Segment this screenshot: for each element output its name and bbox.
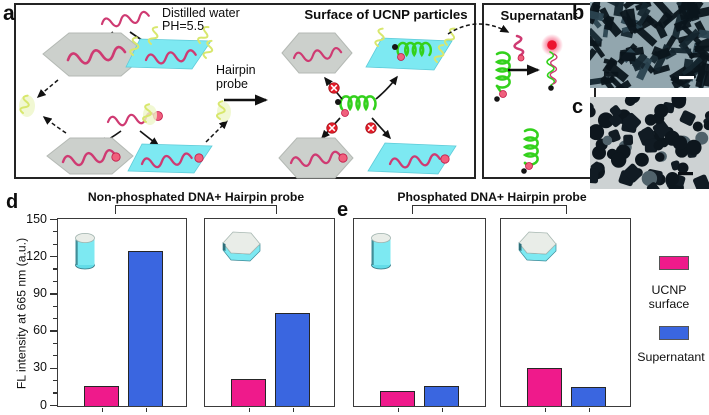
- bar-supernatant: [424, 386, 459, 406]
- legend-label-ucnp-surface: UCNP surface: [648, 283, 690, 311]
- y-major-tick: [50, 255, 57, 258]
- x-axis-tick: [588, 408, 590, 412]
- schematic-panel-a: Distilled water PH=5.5 Hairpin probe Sur…: [3, 2, 709, 189]
- x-axis-tick: [441, 408, 443, 412]
- x-axis-tick: [248, 408, 250, 412]
- distilled-water-caption-line2: PH=5.5: [162, 19, 204, 33]
- panel-label-c: c: [572, 96, 583, 118]
- supernatant-title: Supernatant: [501, 8, 579, 23]
- plot-box-d-rod: [57, 218, 187, 412]
- panel-label-a: a: [3, 2, 15, 25]
- y-major-tick: [50, 293, 57, 295]
- bar-ucnp-surface: [527, 368, 562, 406]
- hexagon-particle-bottom-mid: [278, 137, 354, 179]
- fluorescent-duplex-icon: [541, 34, 563, 91]
- x-axis-tick: [292, 408, 294, 412]
- plate-particle-top-mid: [365, 26, 459, 71]
- bar-supernatant: [571, 387, 606, 406]
- blocked-icon: [327, 81, 341, 95]
- bar-supernatant: [275, 313, 310, 406]
- hexagonal-plate-icon: [518, 231, 557, 262]
- released-strand-arrows: [18, 79, 67, 134]
- legend-swatch-supernatant: [659, 326, 689, 340]
- blocked-icon: [364, 121, 378, 135]
- hairpin-probe-coil: [320, 75, 398, 140]
- x-axis-tick: [101, 408, 103, 412]
- hairpin-closed-icon-bottom: [521, 128, 539, 174]
- tem-image-rods: [590, 2, 709, 88]
- panel-label-d: d: [6, 191, 19, 213]
- plot-box-e-plate: [500, 218, 631, 412]
- hexagon-particle-bottom-left: [46, 137, 134, 175]
- plot-box-d-plate: [204, 218, 335, 412]
- tem-image-plates: [590, 97, 709, 189]
- bracket-d: [115, 205, 277, 214]
- y-major-tick: [50, 330, 57, 332]
- bar-ucnp-surface: [231, 379, 266, 406]
- hexagon-particle-top-mid: [281, 32, 353, 74]
- panel-label-b: b: [572, 2, 584, 24]
- x-axis-tick: [544, 408, 546, 412]
- plate-particle-bottom-mid: [367, 142, 457, 175]
- y-major-tick: [50, 367, 57, 370]
- hexagonal-rod-icon: [371, 233, 391, 270]
- chart-title-d: Non-phosphated DNA+ Hairpin probe: [87, 190, 305, 204]
- bar-ucnp-surface: [84, 386, 119, 406]
- hexagonal-rod-icon: [75, 233, 95, 270]
- surface-title: Surface of UCNP particles: [304, 7, 467, 22]
- plate-particle-top-left: [125, 24, 216, 70]
- chart-title-e: Phosphated DNA+ Hairpin probe: [397, 190, 587, 204]
- plot-box-e-rod: [353, 218, 486, 412]
- plate-particle-bottom-left: [127, 99, 231, 174]
- target-strand-icon: [511, 34, 525, 62]
- scale-bar-c: [678, 172, 693, 176]
- bar-ucnp-surface: [380, 391, 415, 406]
- bracket-e: [412, 205, 567, 214]
- bar-supernatant: [128, 251, 163, 406]
- y-axis-label: FL intensity at 665 nm (a.u.): [14, 237, 29, 390]
- blocked-icon: [325, 121, 339, 135]
- hairpin-probe-label-line2: probe: [216, 77, 248, 91]
- distilled-water-caption-line1: Distilled water: [162, 6, 240, 20]
- hairpin-probe-label-line1: Hairpin: [216, 63, 256, 77]
- hexagonal-plate-icon: [222, 231, 261, 262]
- legend-swatch-ucnp-surface: [659, 256, 689, 270]
- legend-label-supernatant: Supernatant: [637, 350, 705, 364]
- hairpin-closed-icon: [494, 51, 511, 102]
- x-axis-tick: [145, 408, 147, 412]
- panel-label-e: e: [337, 199, 349, 221]
- y-major-tick: [50, 218, 57, 221]
- x-axis-tick: [397, 408, 399, 412]
- y-major-tick: [50, 404, 57, 407]
- scale-bar-b: [679, 76, 694, 80]
